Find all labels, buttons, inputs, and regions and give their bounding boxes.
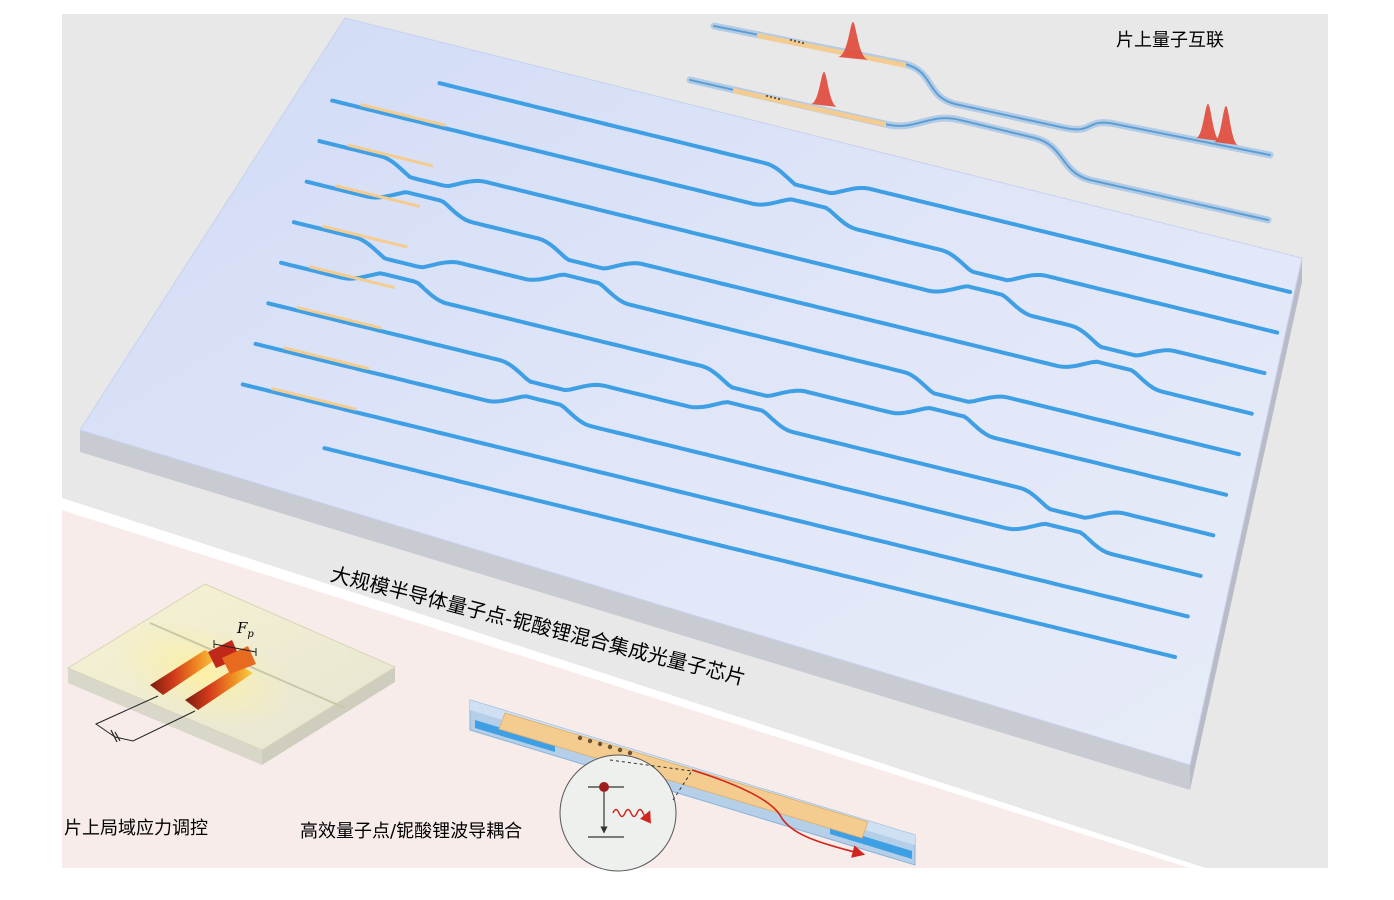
interconnect-qd-dots xyxy=(765,38,805,101)
qd-strip xyxy=(334,184,421,208)
waveguide xyxy=(279,260,1229,497)
coupling-qd-strip xyxy=(498,712,869,839)
waveguide xyxy=(437,81,1292,294)
electron-icon xyxy=(599,782,609,792)
waveguide xyxy=(253,341,1203,578)
chip-side-bottom xyxy=(80,430,1190,790)
strain-electrode-right xyxy=(185,665,253,710)
qd-strip xyxy=(309,265,395,290)
interconnect-waveguide-lower-core xyxy=(689,79,1269,221)
qd-strip xyxy=(296,305,383,330)
chip-side-right xyxy=(1190,258,1302,790)
energy-level-inset xyxy=(559,754,677,872)
force-subscript: p xyxy=(247,629,254,640)
divider-stripe xyxy=(62,498,1205,868)
waveguide xyxy=(322,446,1177,659)
force-label: Fp xyxy=(237,619,254,640)
waveguide xyxy=(266,301,1216,538)
strain-pad-side xyxy=(68,668,262,765)
force-indicator-line xyxy=(213,643,257,653)
voltage-source-icon xyxy=(114,731,121,742)
strain-electrode-top-right xyxy=(222,646,256,674)
photon-pulse-icon xyxy=(811,72,837,107)
photon-pulse-icon xyxy=(1196,104,1220,141)
waveguide xyxy=(330,98,1280,335)
interconnect-label: 片上量子互联 xyxy=(1116,30,1224,51)
interconnect-waveguide-upper-core xyxy=(713,25,1271,156)
photon-pulse-icon xyxy=(1214,106,1238,145)
interconnect-module xyxy=(686,22,1274,224)
waveguide xyxy=(304,179,1254,416)
strain-control-label: 片上局域应力调控 xyxy=(64,818,208,839)
quantum-dot-strips xyxy=(270,103,446,411)
waveguide-network xyxy=(240,81,1292,659)
qd-strip xyxy=(283,346,370,371)
strain-electrode-left xyxy=(150,650,218,695)
qd-strip xyxy=(321,224,408,249)
emission-arrow xyxy=(691,769,866,858)
waveguide xyxy=(291,220,1241,457)
coupling-label: 高效量子点/铌酸锂波导耦合 xyxy=(300,821,523,842)
coupling-waveguide-end-left xyxy=(475,720,555,752)
photon-pulse-icon xyxy=(838,22,868,60)
voltage-source-icon xyxy=(110,729,118,743)
waveguide xyxy=(240,382,1190,619)
electrode-wire xyxy=(94,695,159,738)
qd-strip xyxy=(360,103,446,127)
coupling-module xyxy=(469,699,916,872)
qd-strip xyxy=(270,386,357,411)
strain-heat-glow xyxy=(109,616,291,728)
wavy-arrow-icon xyxy=(612,808,651,824)
electrode-wire xyxy=(114,710,196,742)
photonic-chip xyxy=(79,17,1303,790)
chip-top-surface xyxy=(79,17,1303,766)
qd-strip xyxy=(347,143,434,168)
strain-control-module xyxy=(66,583,397,765)
strain-pad-side-right xyxy=(262,667,395,765)
coupling-qd-dots xyxy=(577,735,633,756)
waveguide xyxy=(317,139,1267,376)
force-symbol: F xyxy=(237,619,248,637)
inset-leader-line xyxy=(609,759,693,772)
